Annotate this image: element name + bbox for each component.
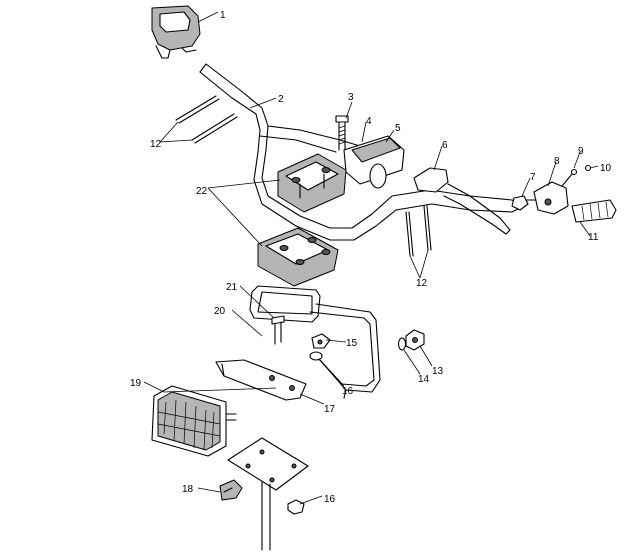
headlight bbox=[151, 385, 237, 457]
nut-15 bbox=[311, 333, 331, 349]
nut-7 bbox=[511, 195, 529, 211]
wire-connector bbox=[219, 479, 243, 501]
callout-labels: 1 2 3 4 5 6 7 8 9 10 11 12 12 13 14 15 1… bbox=[130, 10, 612, 505]
leader-lines bbox=[143, 11, 599, 505]
steering-post bbox=[261, 481, 271, 551]
nut-13 bbox=[405, 329, 425, 351]
callout-18: 18 bbox=[182, 484, 194, 495]
hand-grip bbox=[571, 199, 617, 223]
callout-4: 4 bbox=[366, 116, 372, 127]
callout-16-upper: 16 bbox=[342, 386, 354, 397]
steering-plate bbox=[227, 437, 309, 491]
handlebar-pad bbox=[343, 135, 405, 189]
lower-clamp bbox=[257, 227, 339, 287]
callout-6: 6 bbox=[442, 140, 448, 151]
screw-9 bbox=[561, 168, 578, 187]
bolt-3 bbox=[335, 115, 349, 151]
upper-clamp bbox=[277, 153, 347, 213]
callout-19: 19 bbox=[130, 378, 142, 389]
callout-10: 10 bbox=[600, 163, 612, 174]
bolt-21 bbox=[271, 315, 285, 345]
callout-9: 9 bbox=[578, 146, 584, 157]
brake-lever bbox=[413, 167, 511, 235]
callout-15: 15 bbox=[346, 338, 358, 349]
callout-21: 21 bbox=[226, 282, 238, 293]
headlight-bracket bbox=[249, 285, 381, 399]
callout-22: 22 bbox=[196, 186, 208, 197]
handlebar bbox=[199, 63, 521, 241]
callout-12-right: 12 bbox=[416, 278, 428, 289]
cable-ties-right bbox=[405, 205, 432, 257]
handlebar-cover bbox=[151, 5, 201, 59]
callout-7: 7 bbox=[530, 172, 536, 183]
callout-16-lower: 16 bbox=[324, 494, 336, 505]
washer-16 bbox=[309, 351, 323, 361]
nut-16-lower bbox=[287, 499, 305, 515]
washer-10 bbox=[584, 164, 592, 172]
callout-14: 14 bbox=[418, 374, 430, 385]
callout-17: 17 bbox=[324, 404, 336, 415]
cable-ties-left bbox=[175, 95, 238, 144]
callout-13: 13 bbox=[432, 366, 444, 377]
callout-5: 5 bbox=[395, 123, 401, 134]
callout-1: 1 bbox=[220, 10, 226, 21]
callout-12-left: 12 bbox=[150, 139, 162, 150]
throttle-housing bbox=[525, 181, 569, 215]
mounting-plate bbox=[215, 359, 307, 401]
callout-11: 11 bbox=[588, 232, 599, 243]
callout-2: 2 bbox=[278, 94, 284, 105]
callout-3: 3 bbox=[348, 92, 354, 103]
callout-8: 8 bbox=[554, 156, 560, 167]
callout-20: 20 bbox=[214, 306, 226, 317]
washer-14 bbox=[397, 337, 407, 351]
